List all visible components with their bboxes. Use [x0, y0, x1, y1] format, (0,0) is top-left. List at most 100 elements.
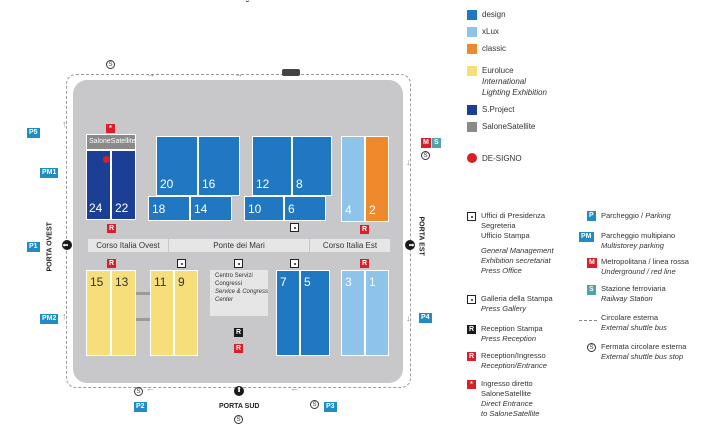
hall-14[interactable]: 14	[190, 196, 232, 221]
key-multistorey-badge: PM	[579, 232, 594, 242]
hall-9[interactable]: 9	[174, 270, 198, 356]
reception-entrance-icon[interactable]: R	[360, 225, 369, 234]
shuttle-stop-icon[interactable]: S	[234, 415, 243, 424]
key-parking-badge: P	[587, 211, 596, 221]
road-ponte-dei-mari: Ponte dei Mari	[169, 239, 309, 252]
hall-12[interactable]: 12	[252, 136, 292, 196]
hall-22[interactable]: 22	[111, 150, 136, 220]
gate-ovest-icon[interactable]: ⬆	[62, 240, 72, 250]
key-metro-label: Underground / red line	[601, 267, 676, 276]
key-direct-entrance-label: Direct Entrance	[481, 399, 533, 408]
parking-p3-badge[interactable]: P3	[324, 402, 337, 412]
legend-designo-dot-icon	[467, 153, 477, 163]
legend-euroluce-label: Euroluce	[482, 66, 514, 75]
key-parking-label: Parcheggio / Parking	[601, 211, 671, 221]
hall-number: 24	[89, 201, 103, 215]
hall-4[interactable]: 4	[341, 136, 365, 222]
hall-number: 22	[115, 201, 129, 215]
key-reception-icon: R	[467, 352, 476, 361]
shuttle-bus-icon	[282, 69, 300, 76]
road-corso-italia-est: Corso Italia Est	[310, 239, 390, 252]
hall-20[interactable]: 20	[156, 136, 198, 196]
legend-design-label: design	[482, 10, 506, 19]
key-presidency-label: General Management	[481, 246, 554, 255]
loop-arrow-icon: ↑	[62, 311, 67, 321]
gate-sud-icon[interactable]: ⬆	[234, 386, 244, 396]
shuttle-stop-icon[interactable]: S	[421, 151, 430, 160]
congress-center-block[interactable]: Centro Servizi Congressi Service & Congr…	[210, 270, 268, 316]
hall-15[interactable]: 15	[86, 270, 111, 356]
hall-5[interactable]: 5	[300, 270, 330, 356]
hall-3[interactable]: 3	[341, 270, 365, 356]
press-gallery-icon[interactable]	[290, 223, 299, 232]
satellite-direct-entrance-icon[interactable]: *	[106, 124, 115, 133]
parking-p2-badge[interactable]: P2	[134, 402, 147, 412]
legend-designo-label: DE-SIGNO	[482, 154, 522, 163]
congress-center-label: Service & Congress	[215, 289, 269, 295]
reception-entrance-icon[interactable]: R	[107, 259, 116, 268]
key-gallery-label: Galleria della Stampa	[481, 294, 553, 303]
hall-number: 18	[152, 202, 166, 216]
shuttle-stop-icon[interactable]: S	[106, 60, 115, 69]
satellite-hall-block[interactable]: SaloneSatellite	[86, 134, 136, 150]
legend-classic-label: classic	[482, 44, 507, 53]
legend-sproject-label: S.Project	[482, 105, 515, 114]
loop-arrow-icon: ←	[290, 383, 299, 393]
key-reception-label: Reception/Ingresso	[481, 351, 546, 360]
press-gallery-icon[interactable]	[290, 259, 299, 268]
hall-number: 20	[160, 177, 174, 191]
legend-satellite-swatch	[467, 122, 477, 132]
loop-arrow-icon: ↑	[62, 119, 67, 129]
parking-pm1-badge[interactable]: PM1	[40, 168, 59, 178]
legend-xlux-label: xLux	[482, 27, 499, 36]
hall-16[interactable]: 16	[198, 136, 240, 196]
hall-number: 12	[256, 177, 270, 191]
parking-p4-badge[interactable]: P4	[419, 313, 432, 323]
key-parking-text: Parking	[645, 211, 671, 220]
parking-p5-badge[interactable]: P5	[27, 128, 40, 138]
hall-8[interactable]: 8	[292, 136, 332, 196]
gate-est-icon[interactable]: ⬆	[405, 240, 415, 250]
parking-pm2-badge[interactable]: PM2	[40, 314, 59, 324]
hall-11[interactable]: 11	[150, 270, 174, 356]
key-press-reception-label: Press Reception	[481, 334, 537, 343]
hall-2[interactable]: 2	[365, 136, 389, 222]
hall-number: 16	[202, 177, 216, 191]
key-shuttle-stop-icon: S	[587, 343, 596, 352]
hall-13[interactable]: 13	[111, 270, 136, 356]
hall-number: 4	[345, 203, 352, 217]
key-reception-label: Reception/Entrance	[481, 361, 547, 370]
key-shuttle-stop-label: External shuttle bus stop	[601, 352, 684, 361]
key-presidency-icon	[467, 212, 476, 221]
hall-18[interactable]: 18	[148, 196, 190, 221]
press-reception-icon[interactable]: R	[234, 328, 243, 337]
key-direct-entrance-label: Ingresso diretto	[481, 379, 533, 388]
legend-euroluce-sub: International	[482, 77, 527, 86]
key-shuttle-label: External shuttle bus	[601, 323, 667, 332]
metro-badge[interactable]: M	[421, 138, 431, 148]
key-railway-badge: S	[587, 285, 596, 295]
reception-entrance-icon[interactable]: R	[107, 224, 116, 233]
shuttle-stop-icon[interactable]: S	[134, 387, 143, 396]
reception-entrance-icon[interactable]: R	[234, 344, 243, 353]
key-presidency-label: Uffici di Presidenza	[481, 211, 546, 220]
railway-badge[interactable]: S	[432, 138, 441, 148]
press-gallery-icon[interactable]	[177, 259, 186, 268]
key-multistorey-label: Parcheggio multipiano	[601, 231, 676, 240]
key-direct-entrance-icon: *	[467, 380, 476, 389]
hall-7[interactable]: 7	[276, 270, 300, 356]
hall-6[interactable]: 6	[284, 196, 326, 221]
gate-ovest-label: PORTA OVEST	[46, 222, 54, 272]
hall-10[interactable]: 10	[244, 196, 284, 221]
shuttle-stop-icon[interactable]: S	[310, 400, 319, 409]
hall-1[interactable]: 1	[365, 270, 389, 356]
satellite-label: SaloneSatellite	[89, 138, 136, 145]
presidency-office-icon[interactable]	[234, 259, 243, 268]
legend-euroluce-sub: Lighting Exhibition	[482, 88, 547, 97]
reception-entrance-icon[interactable]: R	[360, 259, 369, 268]
legend-sproject-swatch	[467, 105, 477, 115]
hall-connector	[136, 318, 150, 321]
loop-arrow-icon: →	[146, 69, 155, 79]
hall-number: 9	[178, 275, 185, 289]
parking-p1-badge[interactable]: P1	[27, 242, 40, 252]
